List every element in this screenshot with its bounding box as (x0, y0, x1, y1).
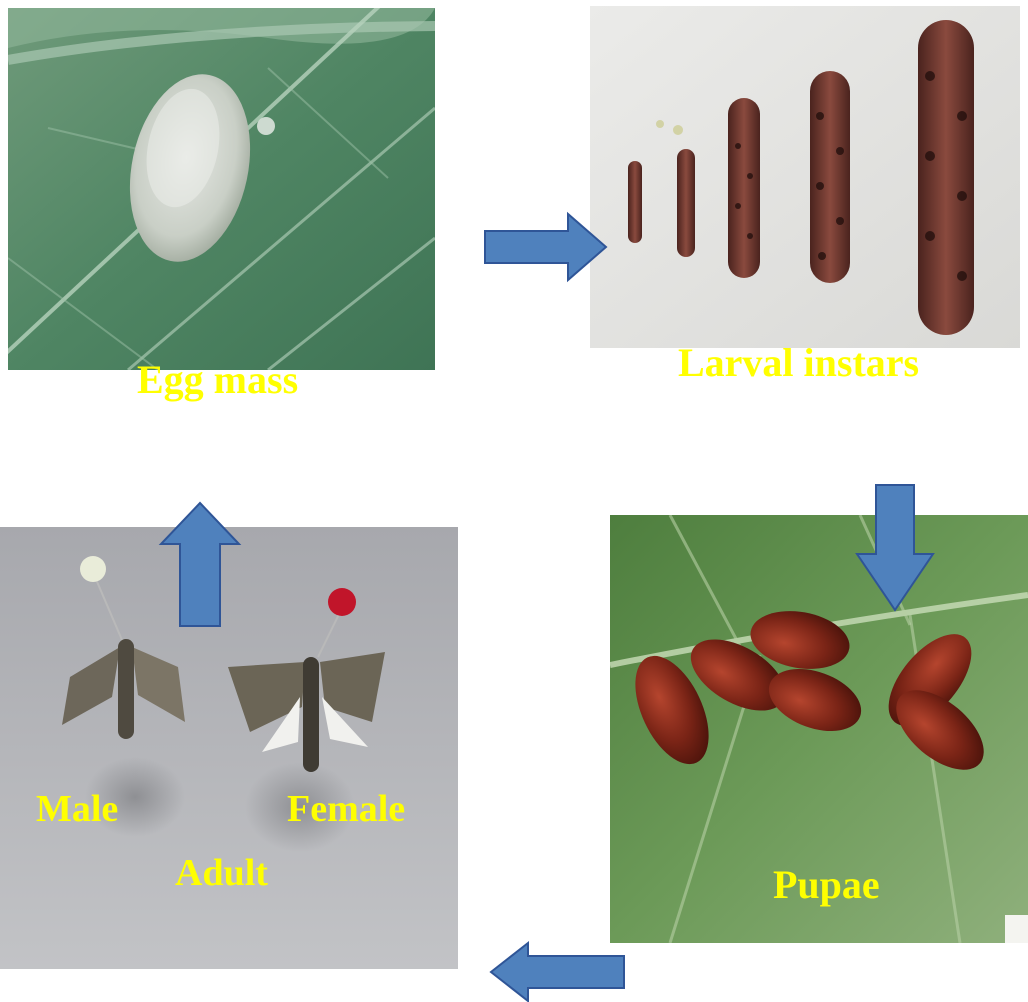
egg-mass-image (8, 8, 435, 370)
egg-mass-label: Egg mass (137, 360, 298, 400)
arrow-larva-to-pupae (856, 484, 934, 612)
up-arrow-icon (160, 502, 240, 628)
larval-instars-image (590, 6, 1020, 348)
arrow-egg-to-larva (484, 213, 608, 281)
right-arrow-icon (484, 213, 608, 281)
female-label: Female (287, 790, 405, 828)
larval-instars-label: Larval instars (678, 343, 919, 383)
adult-label: Adult (175, 854, 268, 892)
pupae-label: Pupae (773, 865, 880, 905)
down-arrow-icon (856, 484, 934, 612)
egg-mass-photo (8, 8, 435, 370)
arrow-pupae-to-adult (490, 942, 626, 1002)
male-label: Male (36, 790, 118, 828)
arrow-adult-to-egg (160, 502, 240, 628)
left-arrow-icon (490, 942, 626, 1002)
larval-instars-photo (590, 6, 1020, 348)
